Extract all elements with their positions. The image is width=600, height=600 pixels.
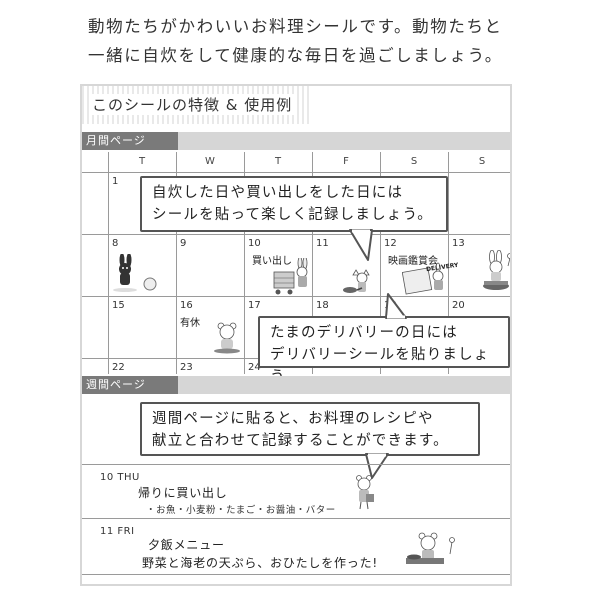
delivery-sticker [402,262,444,295]
day-24: 24 [248,362,261,373]
day-15: 15 [112,300,125,311]
grid-col-line-2 [176,152,177,374]
day-9: 9 [180,238,187,249]
day-18: 18 [316,300,329,311]
weekly-entry-2-date: 11 FRI [100,526,135,537]
callout-weekly-page-line-2: 献立と合わせて記録することができます。 [152,433,449,449]
weekday-fri: F [343,156,349,167]
callout-weekly-page: 週間ページに貼ると、お料理のレシピや 献立と合わせて記録することができます。 [140,402,480,456]
weekly-entry-1-items: ・お魚・小麦粉・たまご・お醤油・バター [146,505,336,516]
grid-row-line-2 [82,234,510,235]
monthly-page-tag: 月間ページ [82,132,178,150]
weekly-page-tag: 週間ページ [82,376,178,394]
rabbit-cart-sticker [273,258,308,295]
callout-record-cooking-line-1: 自炊した日や買い出しをした日には [152,185,404,201]
weekly-entry-1-date: 10 THU [100,472,140,483]
grid-col-line-3 [244,152,245,374]
intro-line-2: 一緒に自炊をして健康的な毎日を過ごしましょう。 [88,46,503,65]
weekly-entry-1-title: 帰りに買い出し [138,486,228,500]
callout-record-cooking-tail [349,229,373,261]
weekly-entry-2-menu: 野菜と海老の天ぷら、おひたしを作った! [142,556,379,570]
callout-delivery: たまのデリバリーの日には デリバリーシールを貼りましょう。 [258,316,510,385]
day-16: 16 [180,300,193,311]
day-13: 13 [452,238,465,249]
panel-header: このシールの特徴 & 使用例 [82,86,310,124]
cat-cooking-sticker [343,269,370,293]
bear-stove-sticker [406,532,455,564]
callout-delivery-tail [385,293,407,319]
weekday-sat: S [410,156,418,167]
note-movie-party: 映画鑑賞会 [388,256,438,267]
grid-row-line-3 [82,296,510,297]
day-8: 8 [112,238,119,249]
grid-col-line-4 [312,152,313,374]
day-23: 23 [180,362,193,373]
weekday-sun: S [478,156,486,167]
rabbit-pot-sticker [483,250,510,290]
note-paid-leave: 有休 [180,318,200,329]
weekday-thu-2: T [274,156,282,167]
intro-text: 動物たちがかわいいお料理シールです。動物たちと 一緒に自炊をして健康的な毎日を過… [88,12,568,70]
monthly-header-bar [178,132,510,150]
callout-delivery-line-1: たまのデリバリーの日には [270,325,458,341]
bear-relax-sticker [214,322,240,354]
callout-weekly-page-tail [365,453,389,479]
black-rabbit-sticker [113,254,157,292]
weekday-wed: W [205,156,215,167]
weekly-entry-2-title: 夕飯メニュー [148,538,225,552]
grid-col-line-1 [108,152,109,374]
grid-col-line-5 [380,152,381,374]
bear-bag-sticker [356,475,374,510]
callout-weekly-page-line-1: 週間ページに貼ると、お料理のレシピや [152,411,434,427]
day-12: 12 [384,238,397,249]
panel-title: このシールの特徴 & 使用例 [90,94,295,115]
callout-record-cooking: 自炊した日や買い出しをした日には シールを貼って楽しく記録しましょう。 [140,176,448,232]
day-10: 10 [248,238,261,249]
day-22: 22 [112,362,125,373]
day-17: 17 [248,300,261,311]
weekly-row-line-2 [82,518,510,519]
intro-line-1: 動物たちがかわいいお料理シールです。動物たちと [88,17,503,36]
grid-row-line-1 [82,172,510,173]
weekly-row-line-1 [82,464,510,465]
weekly-header-bar [178,376,510,394]
weekday-thu: T [138,156,146,167]
day-1: 1 [112,176,119,187]
grid-col-line-6 [448,152,449,374]
weekly-row-line-3 [82,574,510,575]
example-panel: このシールの特徴 & 使用例 月間ページ T W T F S S 1 8 9 1… [80,84,512,586]
day-11: 11 [316,238,329,249]
callout-record-cooking-line-2: シールを貼って楽しく記録しましょう。 [152,207,434,223]
note-shopping: 買い出し [252,256,292,267]
day-20: 20 [452,300,465,311]
